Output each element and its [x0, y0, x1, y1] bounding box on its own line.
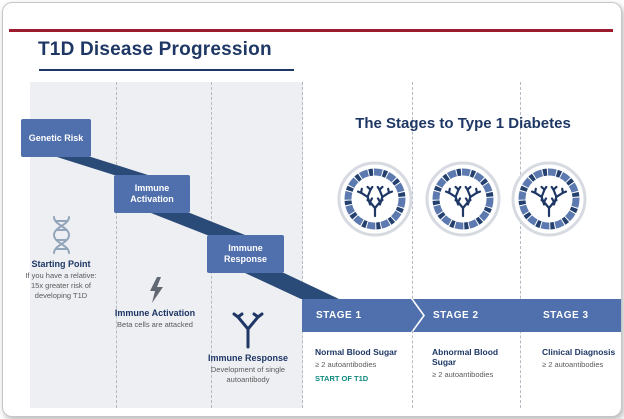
stage3-details: Clinical Diagnosis ≥ 2 autoantibodies: [523, 347, 621, 369]
cascade-step-label: Genetic Risk: [28, 132, 84, 143]
column-divider: [412, 82, 413, 408]
stage3-heading: Clinical Diagnosis: [542, 347, 616, 357]
antibody-icon: [232, 312, 264, 349]
stage2-banner: STAGE 2: [413, 299, 539, 332]
stage3-body: ≥ 2 autoantibodies: [542, 360, 604, 369]
cascade-step-genetic-risk: Genetic Risk: [21, 119, 91, 157]
lightning-icon: [150, 277, 163, 303]
antibody-cluster-icon: [513, 163, 585, 235]
column3-heading: Immune Response: [207, 353, 289, 363]
stage1-heading: Normal Blood Sugar: [315, 347, 398, 357]
stage1-banner-label: STAGE 1: [316, 310, 362, 321]
stage2-banner-label: STAGE 2: [433, 310, 479, 321]
column1-heading: Starting Point: [31, 259, 91, 269]
title-underline: [39, 69, 294, 71]
page-title: T1D Disease Progression: [38, 39, 272, 60]
column-divider: [116, 82, 117, 408]
column3-body: Development of single autoantibody: [210, 365, 286, 385]
stages-heading: The Stages to Type 1 Diabetes: [355, 115, 571, 132]
antibody-cluster-icon: [427, 163, 499, 235]
column-divider: [302, 82, 303, 408]
column1-body: If you have a relative: 15x greater risk…: [25, 271, 97, 301]
cascade-step-immune-response: Immune Response: [207, 235, 284, 273]
top-accent-rule: [9, 29, 613, 32]
stage1-banner: STAGE 1: [302, 299, 423, 332]
stage-circle-icons: [323, 149, 605, 249]
column2-body: Beta cells are attacked: [117, 320, 193, 329]
stage1-details: Normal Blood Sugar ≥ 2 autoantibodies ST…: [302, 347, 412, 383]
antibody-cluster-icon: [339, 163, 411, 235]
cascade-step-label: Immune Activation: [130, 183, 174, 204]
stage2-details: Abnormal Blood Sugar ≥ 2 autoantibodies: [413, 347, 521, 379]
stage1-note: START OF T1D: [315, 374, 369, 383]
dna-icon: [52, 216, 71, 254]
column-divider: [520, 82, 521, 408]
cascade-step-immune-activation: Immune Activation: [114, 175, 190, 213]
cascade-step-label: Immune Response: [223, 243, 267, 264]
stage3-banner: STAGE 3: [523, 299, 622, 332]
stage2-body: ≥ 2 autoantibodies: [432, 370, 494, 379]
stage1-body: ≥ 2 autoantibodies: [315, 360, 377, 369]
stage2-heading: Abnormal Blood Sugar: [432, 347, 499, 367]
column2-heading: Immune Activation: [114, 308, 196, 318]
stage3-banner-label: STAGE 3: [543, 310, 589, 321]
